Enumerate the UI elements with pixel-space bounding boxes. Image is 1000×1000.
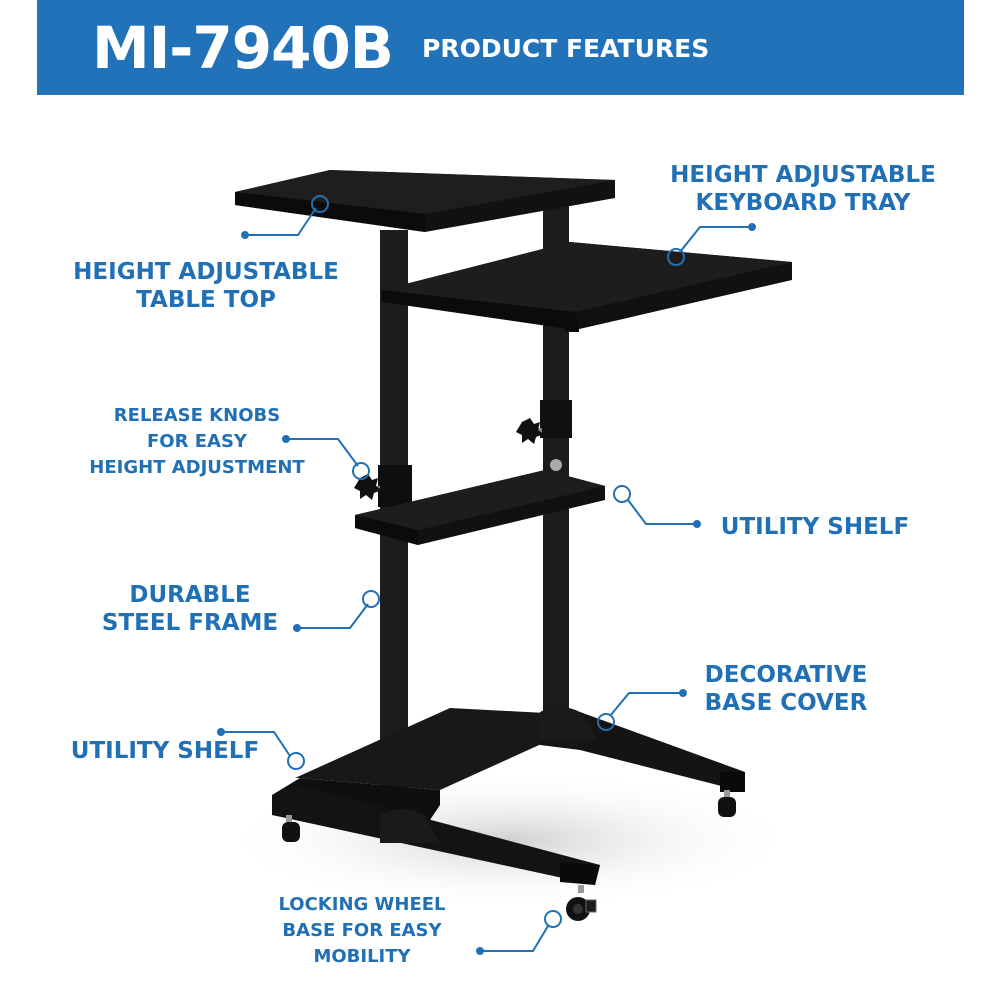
callout-utility-shelf-upper: UTILITY SHELF: [712, 513, 918, 541]
callout-line: FOR EASY: [147, 431, 247, 453]
locking-wheel-icon: [566, 885, 597, 921]
model-number: MI-7940B: [92, 14, 394, 82]
callout-line: BASE FOR EASY: [282, 920, 442, 942]
wheel-icon: [718, 790, 736, 817]
callout-line: MOBILITY: [313, 946, 411, 968]
callout-release-knobs: RELEASE KNOBS FOR EASY HEIGHT ADJUSTMENT: [66, 403, 328, 481]
callout-line: UTILITY SHELF: [720, 514, 910, 540]
callout-line: UTILITY SHELF: [70, 738, 260, 764]
callout-lines: [217, 195, 756, 955]
callout-steel-frame: DURABLE STEEL FRAME: [92, 581, 288, 637]
wheel-icon: [282, 815, 300, 842]
callout-line: HEIGHT ADJUSTABLE: [670, 162, 936, 188]
callout-line: KEYBOARD TRAY: [695, 190, 911, 217]
front-collar: [378, 465, 412, 507]
lower-utility-shelf: [295, 708, 590, 790]
rear-base-cover: [540, 707, 598, 740]
rear-knob-icon: [516, 418, 544, 444]
header-banner: MI-7940B PRODUCT FEATURES: [37, 0, 964, 95]
callout-line: LOCKING WHEEL: [278, 894, 446, 915]
callout-line: STEEL FRAME: [101, 610, 279, 637]
header-subtitle: PRODUCT FEATURES: [422, 34, 710, 63]
callout-line: DECORATIVE: [704, 662, 868, 688]
callout-base-cover: DECORATIVE BASE COVER: [693, 661, 879, 717]
rear-bolt: [550, 459, 562, 471]
callout-table-top: HEIGHT ADJUSTABLE TABLE TOP: [58, 258, 354, 314]
callout-line: HEIGHT ADJUSTMENT: [89, 457, 305, 479]
callout-locking-wheel: LOCKING WHEEL BASE FOR EASY MOBILITY: [256, 892, 468, 970]
callout-keyboard-tray: HEIGHT ADJUSTABLE KEYBOARD TRAY: [655, 161, 951, 217]
callout-utility-shelf-lower: UTILITY SHELF: [62, 737, 268, 765]
rear-collar: [540, 400, 572, 438]
callout-line: RELEASE KNOBS: [113, 405, 281, 426]
callout-line: HEIGHT ADJUSTABLE: [73, 259, 339, 285]
front-base-foot: [272, 785, 600, 885]
front-knob-icon: [354, 474, 382, 500]
front-base-cover: [380, 809, 440, 843]
callout-line: BASE COVER: [704, 690, 868, 717]
callout-line: TABLE TOP: [136, 287, 276, 314]
callout-line: DURABLE: [129, 582, 251, 608]
